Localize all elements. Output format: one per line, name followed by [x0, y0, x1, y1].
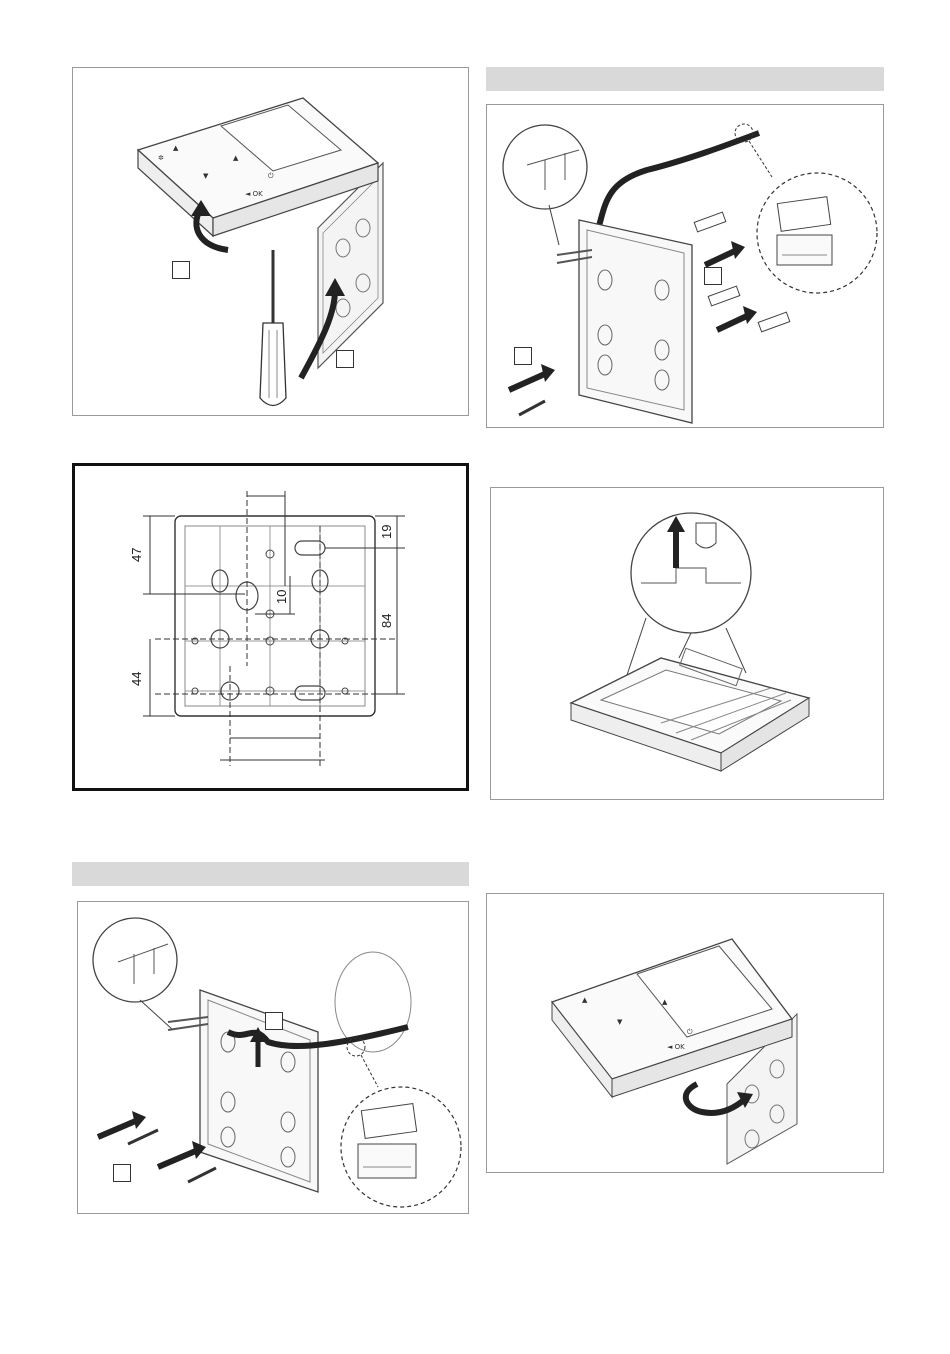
illustration-attach-cover: ▲ ▼ ▲ ⏻ ◄ OK [487, 894, 884, 1173]
dim-47: 47 [129, 548, 144, 562]
svg-text:◄ OK: ◄ OK [245, 190, 263, 198]
callout-box [514, 347, 532, 365]
svg-text:▲: ▲ [582, 996, 588, 1004]
svg-text:▲: ▲ [173, 144, 179, 152]
dim-10: 10 [274, 590, 289, 604]
callout-box [265, 1012, 283, 1030]
svg-text:▲: ▲ [662, 998, 668, 1006]
figure-base-tabs [490, 487, 884, 800]
figure-dimension-drawing: 47 44 19 84 10 [72, 463, 469, 791]
svg-text:⏻: ⏻ [687, 1028, 693, 1036]
figure-wall-mounting [486, 104, 884, 428]
illustration-box-mounting [78, 902, 469, 1214]
callout-box [113, 1164, 131, 1182]
dim-19: 19 [379, 525, 394, 539]
callout-box [172, 261, 190, 279]
svg-text:▲: ▲ [233, 154, 239, 162]
illustration-remove-cover: ▲ ▼ ▲ ⏻ ◄ OK ✲ [73, 68, 469, 416]
figure-box-mounting [77, 901, 469, 1214]
illustration-base-tabs [491, 488, 884, 800]
svg-text:⏻: ⏻ [268, 172, 274, 180]
dim-44: 44 [129, 672, 144, 686]
dim-84: 84 [379, 614, 394, 628]
section-header-band [486, 67, 884, 91]
figure-attach-cover: ▲ ▼ ▲ ⏻ ◄ OK [486, 893, 884, 1173]
svg-text:◄ OK: ◄ OK [667, 1043, 685, 1051]
svg-text:▼: ▼ [617, 1018, 623, 1026]
svg-text:▼: ▼ [203, 172, 209, 180]
dimension-diagram: 47 44 19 84 10 [75, 466, 469, 791]
illustration-wall-mounting [487, 105, 884, 428]
callout-box [336, 350, 354, 368]
figure-remove-cover: ▲ ▼ ▲ ⏻ ◄ OK ✲ [72, 67, 469, 416]
svg-text:✲: ✲ [158, 154, 164, 162]
section-header-band [72, 862, 469, 886]
callout-box [704, 267, 722, 285]
